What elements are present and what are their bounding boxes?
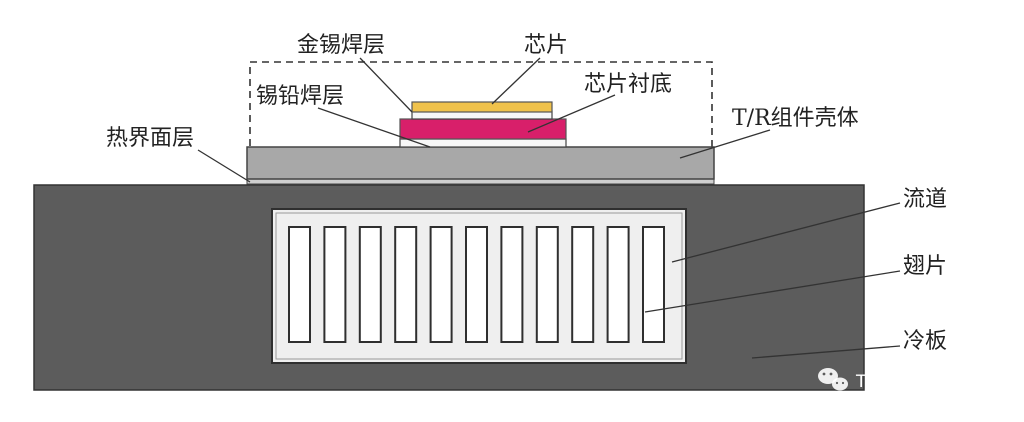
- leader-tr-housing: [679, 129, 771, 159]
- leader-cold-plate: [751, 345, 901, 359]
- wechat-icon: [818, 368, 848, 391]
- leader-pb-sn-solder: [317, 107, 431, 148]
- label-tr-housing: T/R组件壳体: [732, 106, 859, 131]
- tr-housing: [246, 146, 715, 180]
- fin: [465, 226, 488, 343]
- watermark-text: TM热管理 +: [855, 372, 952, 392]
- label-au-sn-solder: 金锡焊层: [297, 33, 385, 58]
- fin: [606, 226, 630, 343]
- fin: [535, 226, 559, 343]
- leader-fin: [644, 270, 901, 313]
- fin: [358, 226, 382, 343]
- fin: [323, 226, 347, 343]
- leader-chip-substrate: [527, 94, 616, 133]
- label-fin: 翅片: [903, 254, 947, 279]
- watermark: TM热管理 +: [818, 368, 952, 392]
- fin: [500, 226, 524, 343]
- leader-au-sn-solder: [359, 57, 413, 113]
- fin-array: [288, 226, 665, 343]
- module-dashed-outline: [249, 61, 713, 183]
- label-cold-plate: 冷板: [903, 329, 947, 354]
- leader-chip: [491, 57, 541, 105]
- fin: [429, 226, 453, 343]
- chip-substrate: [399, 118, 567, 140]
- chip: [411, 101, 553, 113]
- leader-tim-layer: [197, 149, 251, 183]
- fin: [571, 226, 595, 343]
- fin: [642, 226, 665, 343]
- label-flow-channel: 流道: [903, 187, 947, 212]
- label-pb-sn-solder: 锡铅焊层: [256, 84, 344, 109]
- label-chip-substrate: 芯片衬底: [584, 72, 672, 97]
- fin: [394, 226, 418, 343]
- fin: [288, 226, 311, 343]
- flow-channel-inner: [275, 212, 683, 360]
- leader-flow-channel: [671, 202, 901, 263]
- label-tim-layer: 热界面层: [106, 126, 194, 151]
- label-chip: 芯片: [524, 33, 568, 58]
